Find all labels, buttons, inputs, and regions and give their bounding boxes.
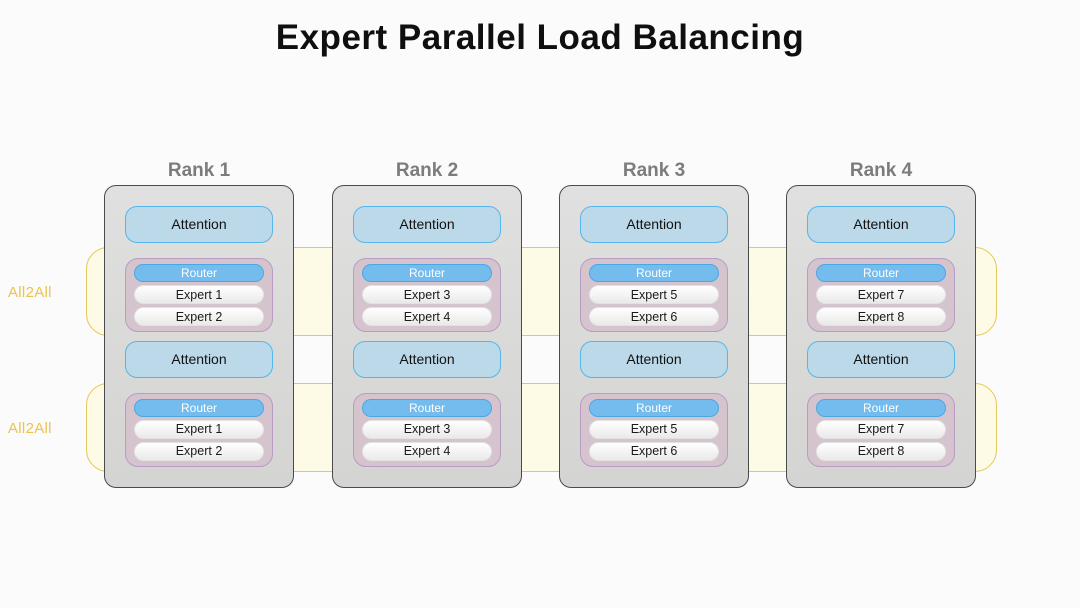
router-rank3-layer1: Router bbox=[589, 264, 719, 283]
rank-column-4: Rank 4 Attention Router Expert 7 Expert … bbox=[786, 160, 976, 488]
rank-title-2: Rank 2 bbox=[395, 160, 459, 181]
expert-rank1-layer2-2: Expert 2 bbox=[134, 441, 264, 461]
moe-block-rank2-layer1: Router Expert 3 Expert 4 bbox=[353, 258, 501, 333]
expert-rank4-layer2-2: Expert 8 bbox=[816, 441, 946, 461]
rank-column-3: Rank 3 Attention Router Expert 5 Expert … bbox=[559, 160, 749, 488]
spacer bbox=[125, 243, 273, 258]
spacer bbox=[353, 243, 501, 258]
spacer bbox=[807, 243, 955, 258]
moe-block-rank3-layer1: Router Expert 5 Expert 6 bbox=[580, 258, 728, 333]
rank-box-3: Attention Router Expert 5 Expert 6 Atten… bbox=[559, 185, 749, 488]
expert-rank4-layer1-2: Expert 8 bbox=[816, 307, 946, 327]
rank-title-3: Rank 3 bbox=[622, 160, 686, 181]
router-rank3-layer2: Router bbox=[589, 398, 719, 417]
expert-rank2-layer2-2: Expert 4 bbox=[362, 441, 492, 461]
rank-box-4: Attention Router Expert 7 Expert 8 Atten… bbox=[786, 185, 976, 488]
expert-rank1-layer1-2: Expert 2 bbox=[134, 307, 264, 327]
router-rank4-layer1: Router bbox=[816, 264, 946, 283]
spacer bbox=[125, 378, 273, 393]
all2all-label-layer-1: All2All bbox=[8, 284, 52, 301]
expert-rank3-layer1-1: Expert 5 bbox=[589, 285, 719, 305]
attention-block-rank4-layer2: Attention bbox=[807, 340, 955, 378]
moe-block-rank4-layer1: Router Expert 7 Expert 8 bbox=[807, 258, 955, 333]
spacer bbox=[580, 332, 728, 341]
expert-rank4-layer1-1: Expert 7 bbox=[816, 285, 946, 305]
router-rank2-layer2: Router bbox=[362, 398, 492, 417]
expert-rank1-layer1-1: Expert 1 bbox=[134, 285, 264, 305]
page-title: Expert Parallel Load Balancing bbox=[275, 18, 805, 57]
router-rank1-layer1: Router bbox=[134, 264, 264, 283]
moe-block-rank2-layer2: Router Expert 3 Expert 4 bbox=[353, 392, 501, 467]
expert-rank2-layer1-2: Expert 4 bbox=[362, 307, 492, 327]
rank-title-4: Rank 4 bbox=[849, 160, 913, 181]
spacer bbox=[580, 378, 728, 393]
spacer bbox=[125, 332, 273, 341]
expert-rank2-layer1-1: Expert 3 bbox=[362, 285, 492, 305]
expert-rank2-layer2-1: Expert 3 bbox=[362, 419, 492, 439]
rank-box-1: Attention Router Expert 1 Expert 2 Atten… bbox=[104, 185, 294, 488]
router-rank1-layer2: Router bbox=[134, 398, 264, 417]
rank-column-2: Rank 2 Attention Router Expert 3 Expert … bbox=[332, 160, 522, 488]
spacer bbox=[807, 332, 955, 341]
rank-title-1: Rank 1 bbox=[167, 160, 231, 181]
attention-block-rank2-layer1: Attention bbox=[353, 206, 501, 243]
moe-block-rank4-layer2: Router Expert 7 Expert 8 bbox=[807, 392, 955, 467]
router-rank4-layer2: Router bbox=[816, 398, 946, 417]
attention-block-rank3-layer1: Attention bbox=[580, 206, 728, 243]
moe-block-rank1-layer2: Router Expert 1 Expert 2 bbox=[125, 392, 273, 467]
router-rank2-layer1: Router bbox=[362, 264, 492, 283]
expert-rank3-layer2-1: Expert 5 bbox=[589, 419, 719, 439]
spacer bbox=[353, 378, 501, 393]
moe-block-rank3-layer2: Router Expert 5 Expert 6 bbox=[580, 392, 728, 467]
attention-block-rank1-layer1: Attention bbox=[125, 206, 273, 243]
rank-box-2: Attention Router Expert 3 Expert 4 Atten… bbox=[332, 185, 522, 488]
spacer bbox=[353, 332, 501, 341]
attention-block-rank3-layer2: Attention bbox=[580, 340, 728, 378]
expert-rank3-layer2-2: Expert 6 bbox=[589, 441, 719, 461]
all2all-label-layer-2: All2All bbox=[8, 420, 52, 437]
spacer bbox=[580, 243, 728, 258]
expert-rank3-layer1-2: Expert 6 bbox=[589, 307, 719, 327]
rank-column-1: Rank 1 Attention Router Expert 1 Expert … bbox=[104, 160, 294, 488]
spacer bbox=[807, 378, 955, 393]
moe-block-rank1-layer1: Router Expert 1 Expert 2 bbox=[125, 258, 273, 333]
expert-rank1-layer2-1: Expert 1 bbox=[134, 419, 264, 439]
expert-rank4-layer2-1: Expert 7 bbox=[816, 419, 946, 439]
attention-block-rank2-layer2: Attention bbox=[353, 340, 501, 378]
attention-block-rank4-layer1: Attention bbox=[807, 206, 955, 243]
attention-block-rank1-layer2: Attention bbox=[125, 340, 273, 378]
